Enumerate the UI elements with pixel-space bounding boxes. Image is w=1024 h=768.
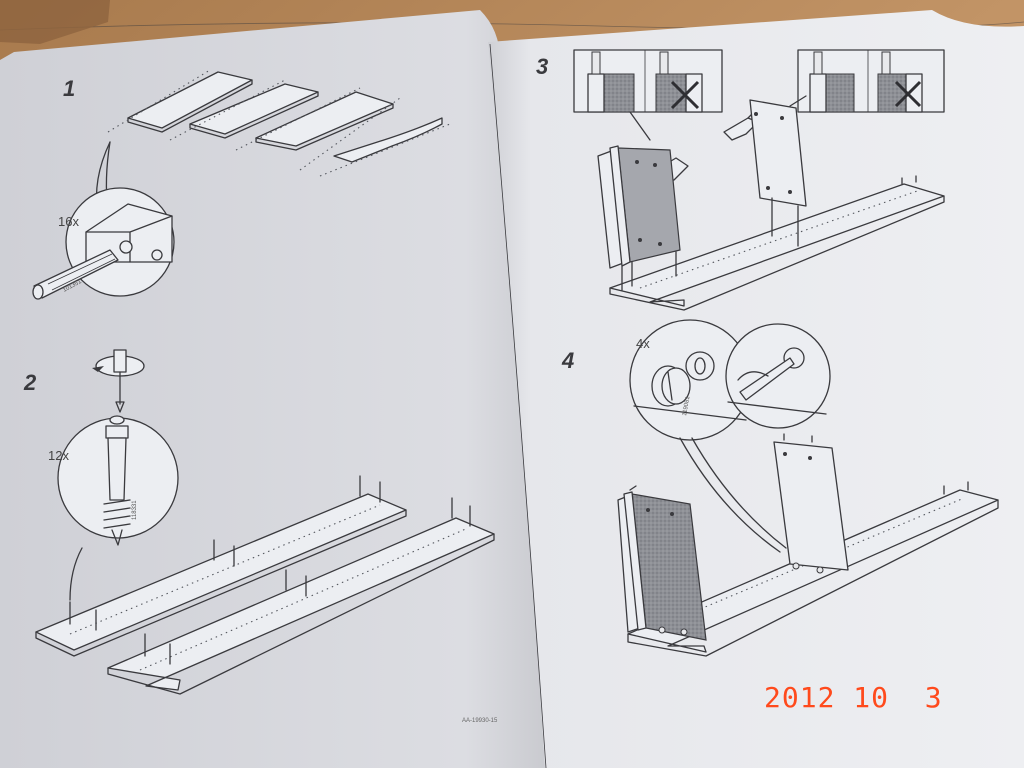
cam-lock-callout: 4x 119081 xyxy=(629,319,787,553)
orientation-detail-box-left xyxy=(573,49,723,141)
wrong-cross-icon xyxy=(894,80,922,108)
step-3-number: 3 xyxy=(536,54,548,79)
step-2-part-code: 118331 xyxy=(132,500,138,520)
screwdriver-turn-callout xyxy=(725,323,831,429)
step-1: 1 16x 101351 xyxy=(32,69,451,300)
step-2-quantity: 12x xyxy=(48,448,69,463)
step-4-part-code: 119081 xyxy=(682,395,691,416)
bolt-pins xyxy=(69,475,471,665)
shelf-boards-illustration xyxy=(107,69,451,177)
left-page xyxy=(0,10,548,768)
dowel-callout: 16x 101351 xyxy=(32,141,175,300)
step-2-number: 2 xyxy=(23,370,37,395)
cam-bolt-callout: 12x 118331 xyxy=(48,415,179,601)
base-board-with-panels xyxy=(597,99,945,311)
side-panels-with-bolts xyxy=(35,475,495,695)
step-1-quantity: 16x xyxy=(58,214,79,229)
step-4-quantity: 4x xyxy=(636,336,650,351)
step-4-number: 4 xyxy=(561,348,574,373)
screwdriver-icon xyxy=(92,349,145,413)
step-4: 4 4x 119081 xyxy=(561,319,999,657)
step-2: 2 12x 118331 xyxy=(23,349,498,724)
document-reference: AA-19930-15 xyxy=(462,718,498,724)
step-3: 3 xyxy=(536,49,945,311)
camera-date-stamp: 2012 10 3 xyxy=(764,681,943,714)
assembly-with-two-panels xyxy=(617,433,999,657)
orientation-detail-box-right xyxy=(789,49,945,113)
wrong-cross-icon xyxy=(670,80,700,110)
step-1-number: 1 xyxy=(63,76,75,101)
